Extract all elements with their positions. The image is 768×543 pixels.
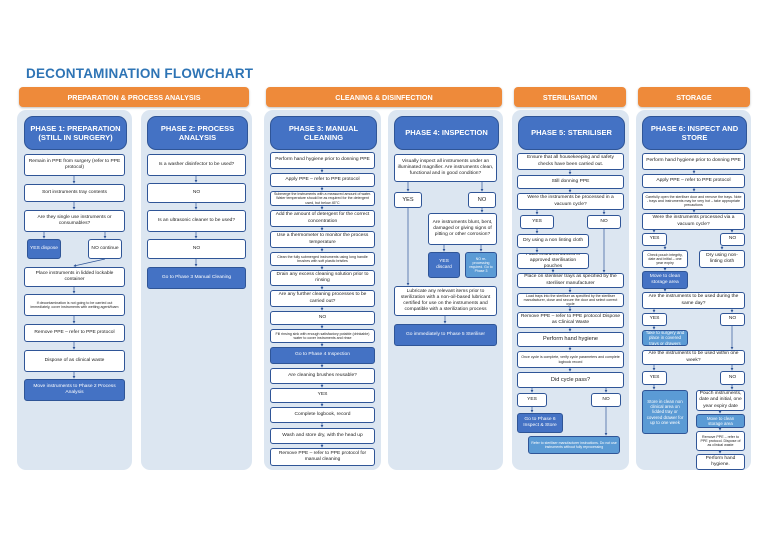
option-yes-reusable: YES — [270, 388, 375, 403]
step-pouch-instruments: Pouch instruments, date and initial, one… — [696, 390, 745, 411]
option-yes-vacuum-6: YES — [642, 233, 667, 246]
step-drain-solution: Drain any excess cleaning solution prior… — [270, 270, 375, 286]
step-remain-in-ppe: Remain in PPE from surgery (refer to PPE… — [24, 154, 125, 176]
step-wetting-agent: If decontamination is not going to be ca… — [24, 294, 125, 316]
step-thermometer: Use a thermometer to monitor the process… — [270, 231, 375, 248]
banner-cleaning: CLEANING & DISINFECTION — [266, 87, 502, 107]
decision-cycle-pass: Did cycle pass? — [517, 372, 624, 388]
step-add-detergent: Add the amount of detergent for the corr… — [270, 210, 375, 227]
step-hand-hygiene-6: Perform hand hygiene prior to donning PP… — [642, 153, 745, 170]
option-no-continue: NO continue — [88, 239, 122, 259]
step-sort-instruments: Sort instruments tray contents — [24, 184, 125, 202]
phase-2-header: PHASE 2: PROCESS ANALYSIS — [147, 116, 248, 150]
step-clean-submerged: Clean the fully submerged instruments us… — [270, 252, 375, 266]
banner-storage: STORAGE — [638, 87, 750, 107]
step-perform-hand-hygiene: Perform hand hygiene — [517, 332, 624, 347]
phase-6-header: PHASE 6: INSPECT AND STORE — [642, 116, 747, 150]
phase-5-header: PHASE 5: STERILISER — [518, 116, 625, 150]
decision-within-one-week: Are the instruments to be used within on… — [642, 350, 745, 365]
step-go-to-phase-6: Go to Phase 6 Inspect & Store — [517, 413, 563, 433]
option-no-vacuum: NO — [587, 215, 621, 229]
option-no-reprocess: NO re-processing required. Go to Phase 3 — [465, 252, 497, 278]
decision-single-use: Are they single use instruments or consu… — [24, 210, 125, 232]
step-steriliser-trays: Place on steriliser trays as specified b… — [517, 273, 624, 288]
step-remove-ppe-6: Remove PPE – refer to PPE protocol. Disp… — [696, 431, 745, 451]
step-move-clean-storage: Move to clean storage area — [642, 271, 688, 289]
decision-ultrasonic-cleaner: Is an ultrasonic cleaner to be used? — [147, 210, 246, 232]
option-yes-one-week: YES — [642, 371, 667, 385]
step-verify-cycle: Once cycle is complete, verify cycle par… — [517, 351, 624, 368]
option-yes-inspection: YES — [394, 192, 422, 208]
banner-preparation: PREPARATION & PROCESS ANALYSIS — [19, 87, 249, 107]
step-open-steriliser: Carefully open the steriliser door and r… — [642, 192, 745, 210]
page-title: DECONTAMINATION FLOWCHART — [26, 66, 254, 81]
option-no-cycle: NO — [591, 393, 621, 407]
step-lidded-container: Place instruments in lidded lockable con… — [24, 267, 125, 287]
option-no-ultrasonic: NO — [147, 239, 246, 259]
step-wash-store-dry: Wash and store dry, with the head up — [270, 428, 375, 444]
step-refer-manufacturer: Refer to steriliser manufacturer instruc… — [528, 436, 620, 454]
decision-same-day: Are the instruments to be used during th… — [642, 292, 745, 309]
option-no-inspection: NO — [468, 192, 496, 208]
step-hand-hygiene: Perform hand hygiene prior to donning PP… — [270, 152, 375, 169]
step-dispose-clinical-waste: Dispose of as clinical waste — [24, 350, 125, 372]
option-no-washer: NO — [147, 183, 246, 203]
step-place-in-pouches: Place instruments/sets in approved steri… — [517, 253, 589, 269]
decision-further-cleaning: Are any further cleaning processes to be… — [270, 290, 375, 307]
step-remove-ppe-manual: Remove PPE – refer to PPE protocol for m… — [270, 448, 375, 466]
step-remove-ppe-dispose: Remove PPE – refer to PPE protocol Dispo… — [517, 312, 624, 328]
phase-4-header: PHASE 4: INSPECTION — [394, 116, 499, 150]
step-move-clean-storage-2: Move to clean storage area — [696, 414, 745, 428]
step-load-trays: Load trays into the steriliser as specif… — [517, 293, 624, 307]
option-no-one-week: NO — [720, 371, 745, 385]
decision-vacuum-cycle-6: Were the instruments processed via a vac… — [642, 213, 745, 230]
phase-3-header: PHASE 3: MANUAL CLEANING — [270, 116, 377, 150]
step-fill-rinsing-sink: Fill rinsing sink with enough satisfacto… — [270, 329, 375, 343]
banner-sterilisation: STERILISATION — [514, 87, 626, 107]
step-remove-ppe: Remove PPE – refer to PPE protocol — [24, 324, 125, 342]
step-dry-non-linting-6: Dry using non-linting cloth — [699, 250, 745, 268]
step-complete-logbook: Complete logbook, record — [270, 407, 375, 423]
option-yes-dispose: YES dispose — [27, 239, 61, 259]
option-no-further-cleaning: NO — [270, 311, 375, 325]
decision-visual-inspection: Visually inspect all instruments under a… — [394, 154, 497, 182]
option-yes-vacuum: YES — [520, 215, 554, 229]
decision-brushes-reusable: Are cleaning brushes reusable? — [270, 368, 375, 384]
step-perform-hand-hygiene-6: Perform hand hygiene. — [696, 454, 745, 470]
step-housekeeping-checks: Ensure that all housekeeping and safety … — [517, 153, 624, 170]
phase-1-header: PHASE 1: PREPARATION (STILL IN SURGERY) — [24, 116, 127, 150]
step-go-to-phase-4: Go to Phase 4 Inspection — [270, 347, 375, 364]
step-lubricate: Lubricate any relevant items prior to st… — [394, 286, 497, 316]
step-submerge-instruments: Submerge the instruments with a measured… — [270, 191, 375, 206]
step-move-to-phase-2: Move instruments to Phase 2 Process Anal… — [24, 379, 125, 401]
decision-washer-disinfector: Is a washer disinfector to be used? — [147, 154, 246, 176]
decision-instruments-damaged: Are instruments blunt, bent, damaged or … — [428, 213, 497, 245]
decision-vacuum-cycle: Were the instruments be processed in a v… — [517, 193, 624, 210]
step-go-to-phase-5: Go immediately to Phase 5 Steriliser — [394, 324, 497, 346]
option-yes-same-day: YES — [642, 313, 667, 326]
step-check-pouch: Check pouch integrity, date and initial … — [642, 250, 688, 268]
option-no-same-day: NO — [720, 313, 745, 326]
step-apply-ppe: Apply PPE – refer to PPE protocol — [270, 173, 375, 187]
step-store-clean-area: Store in clean non clinical area on lidd… — [642, 390, 688, 434]
step-go-to-phase-3: Go to Phase 3 Manual Cleaning — [147, 267, 246, 289]
step-apply-ppe-6: Apply PPE – refer to PPE protocol — [642, 174, 745, 188]
option-yes-cycle: YES — [517, 393, 547, 407]
step-dry-non-linting: Dry using a non linting cloth — [517, 234, 589, 248]
option-yes-discard: YES discard — [428, 252, 460, 278]
step-take-to-surgery: Take to surgery and place in covered tra… — [642, 330, 688, 346]
option-no-vacuum-6: NO — [720, 233, 745, 246]
step-still-donning-ppe: Still donning PPE — [517, 175, 624, 189]
